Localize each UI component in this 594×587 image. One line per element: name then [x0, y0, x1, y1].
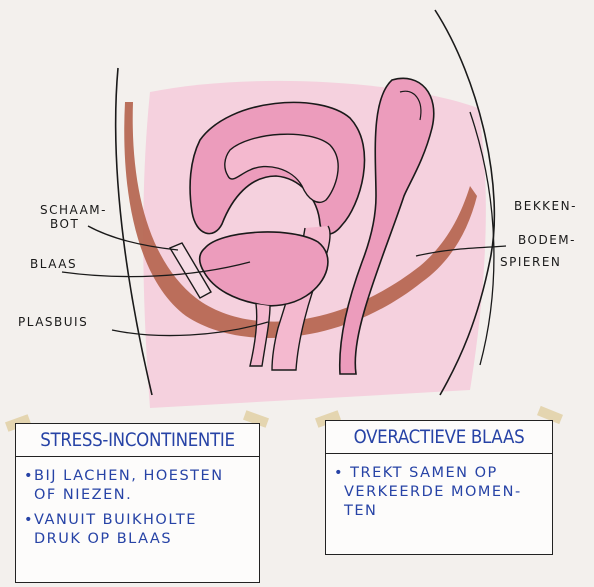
card-bullet-line: OF NIEZEN.: [16, 486, 259, 505]
card-title: STRESS-INCONTINENTIE: [16, 424, 259, 457]
card-title: OVERACTIEVE BLAAS: [326, 421, 552, 454]
card-bullet-line: VERKEERDE MOMEN-: [326, 483, 552, 502]
label-plasbuis: PLASBUIS: [18, 315, 88, 329]
label-bekken: BEKKEN-: [514, 199, 577, 213]
label-bodem: BODEM-: [518, 233, 576, 247]
card-bullet-line: DRUK OP BLAAS: [16, 530, 259, 549]
label-blaas: BLAAS: [30, 257, 77, 271]
stress-incontinence-card: STRESS-INCONTINENTIE •BIJ LACHEN, HOESTE…: [15, 423, 260, 583]
card-bullet-line: •BIJ LACHEN, HOESTEN: [16, 467, 259, 486]
label-spieren: SPIEREN: [500, 255, 561, 269]
card-bullet-line: • TREKT SAMEN OP: [326, 464, 552, 483]
card-bullet-line: •VANUIT BUIKHOLTE: [16, 511, 259, 530]
overactive-bladder-card: OVERACTIEVE BLAAS • TREKT SAMEN OP VERKE…: [325, 420, 553, 555]
label-schaambot-line1: SCHAAM-: [40, 203, 107, 217]
label-schaambot-line2: BOT: [50, 217, 79, 231]
card-bullet-line: TEN: [326, 502, 552, 521]
